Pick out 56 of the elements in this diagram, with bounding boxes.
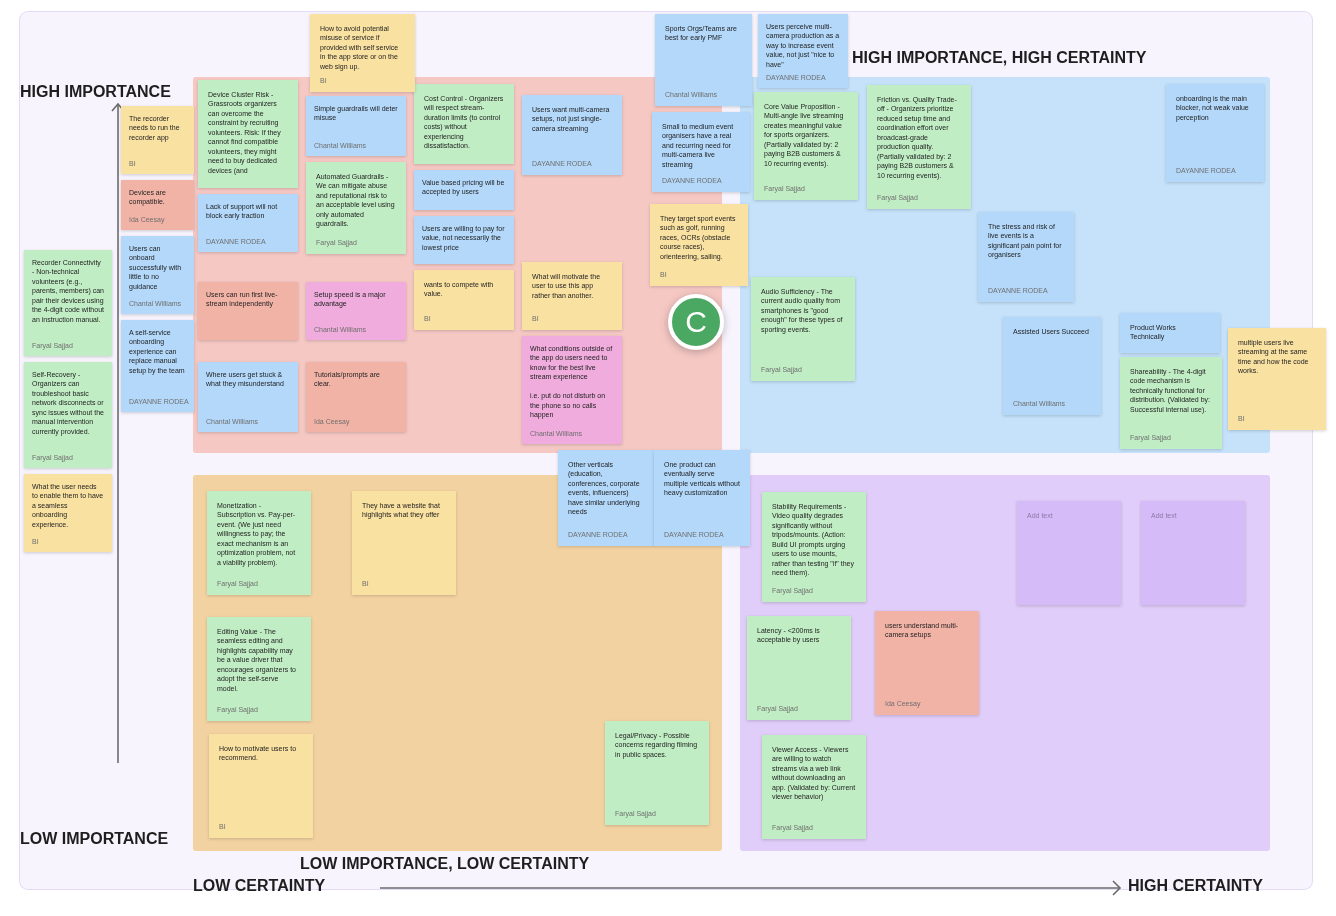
sticky-note (652, 112, 750, 192)
quadrant-area (740, 475, 1270, 851)
sticky-note (762, 492, 866, 602)
sticky-note (747, 616, 851, 720)
sticky-note (121, 106, 194, 174)
sticky-note (978, 212, 1074, 302)
sticky-note (207, 617, 311, 721)
sticky-note (762, 735, 866, 839)
sticky-note (754, 92, 858, 200)
quadrant-heading: LOW IMPORTANCE, LOW CERTAINTY (300, 856, 590, 872)
sticky-note (24, 362, 112, 468)
sticky-note (414, 270, 514, 330)
axis-label: HIGH CERTAINTY (1128, 878, 1263, 894)
sticky-note (654, 450, 750, 546)
sticky-note (867, 85, 971, 209)
sticky-note (207, 491, 311, 595)
axis-label: LOW CERTAINTY (193, 878, 326, 894)
sticky-note (1120, 357, 1222, 449)
sticky-note (121, 320, 194, 412)
sticky-note (650, 204, 748, 286)
quadrant-heading: HIGH IMPORTANCE, HIGH CERTAINTY (852, 50, 1147, 66)
sticky-note (306, 96, 406, 156)
sticky-note (655, 14, 752, 106)
sticky-note (1120, 313, 1220, 353)
sticky-note (306, 162, 406, 254)
sticky-note (1166, 84, 1264, 182)
sticky-note (875, 611, 979, 715)
axis-label: LOW IMPORTANCE (20, 831, 169, 847)
sticky-note (306, 282, 406, 340)
sticky-note (1003, 317, 1101, 415)
sticky-note (414, 216, 514, 264)
sticky-note (605, 721, 709, 825)
sticky-note (1141, 501, 1245, 605)
sticky-note (198, 80, 298, 188)
sticky-note (24, 474, 112, 552)
sticky-note (121, 236, 194, 314)
sticky-note (198, 194, 298, 252)
sticky-note (1017, 501, 1121, 605)
sticky-note (558, 450, 654, 546)
sticky-note (751, 277, 855, 381)
sticky-note (24, 250, 112, 356)
sticky-note (522, 262, 622, 330)
sticky-note (522, 95, 622, 175)
sticky-note (209, 734, 313, 838)
sticky-note (414, 170, 514, 210)
sticky-note (198, 282, 298, 340)
sticky-note (121, 180, 194, 230)
sticky-note (352, 491, 456, 595)
sticky-note (758, 14, 848, 88)
axis-label: HIGH IMPORTANCE (20, 84, 171, 100)
sticky-note (310, 14, 415, 92)
sticky-note (1228, 328, 1326, 430)
sticky-note (198, 362, 298, 432)
sticky-note (522, 336, 622, 444)
sticky-note (414, 84, 514, 164)
sticky-note (306, 362, 406, 432)
